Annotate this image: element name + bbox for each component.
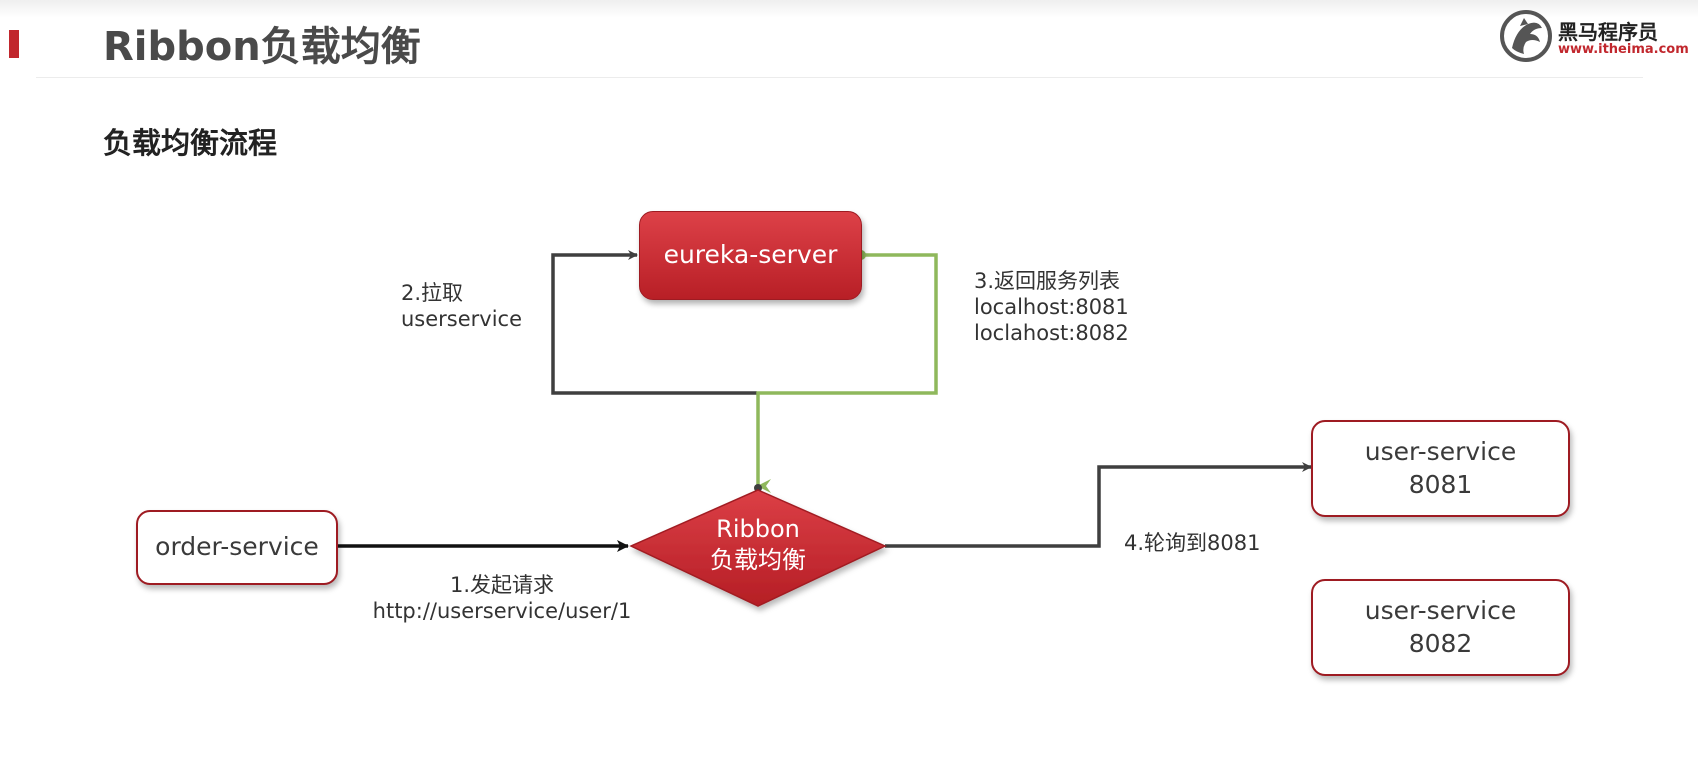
top-bar [0,0,1698,18]
ribbon-label: Ribbon 负载均衡 [636,514,880,576]
order-service-node: order-service [136,510,338,585]
logo-name: 黑马程序员 [1558,20,1658,44]
user-service-8082-node: user-service 8082 [1311,579,1570,676]
step3-line2: localhost:8081 [974,295,1129,319]
logo-url: www.itheima.com [1558,42,1689,57]
step3-label: 3.返回服务列表 localhost:8081 loclahost:8082 [974,268,1129,346]
user-service-8082-name: user-service [1364,596,1517,625]
user-service-8082-port: 8082 [1408,628,1473,658]
step2-line2: userservice [401,307,523,331]
step2-line1: 2.拉取 [401,281,464,305]
itheima-logo-icon [1500,10,1552,62]
step3-line1: 3.返回服务列表 [974,269,1121,293]
section-title: 负载均衡流程 [103,126,278,160]
order-service-label: order-service [155,532,319,562]
page-title: Ribbon负载均衡 [103,24,421,70]
arrow-step4-route [885,462,1312,548]
title-divider [36,77,1643,78]
ribbon-diamond [629,489,887,607]
step2-label: 2.拉取 userservice [401,280,522,332]
step1-label: 1.发起请求 http://userservice/user/1 [365,572,639,624]
user-service-8081-name: user-service [1364,437,1517,466]
ribbon-label-line2: 负载均衡 [710,546,806,574]
step1-line2: http://userservice/user/1 [372,599,632,623]
step3-line3: loclahost:8082 [974,321,1129,345]
step1-line1: 1.发起请求 [449,573,555,597]
step4-label: 4.轮询到8081 [1124,530,1260,556]
arrow-step3-return [756,253,938,493]
user-service-8081-port: 8081 [1408,469,1473,499]
user-service-8081-node: user-service 8081 [1311,420,1570,517]
arrow-step2-pull [551,250,757,395]
eureka-server-node: eureka-server [639,211,862,300]
step4-line1: 4.轮询到8081 [1124,531,1261,555]
eureka-server-label: eureka-server [663,240,838,270]
ribbon-label-line1: Ribbon [716,515,800,543]
title-accent-bar [9,30,19,58]
ribbon-connector-dot [754,484,762,492]
